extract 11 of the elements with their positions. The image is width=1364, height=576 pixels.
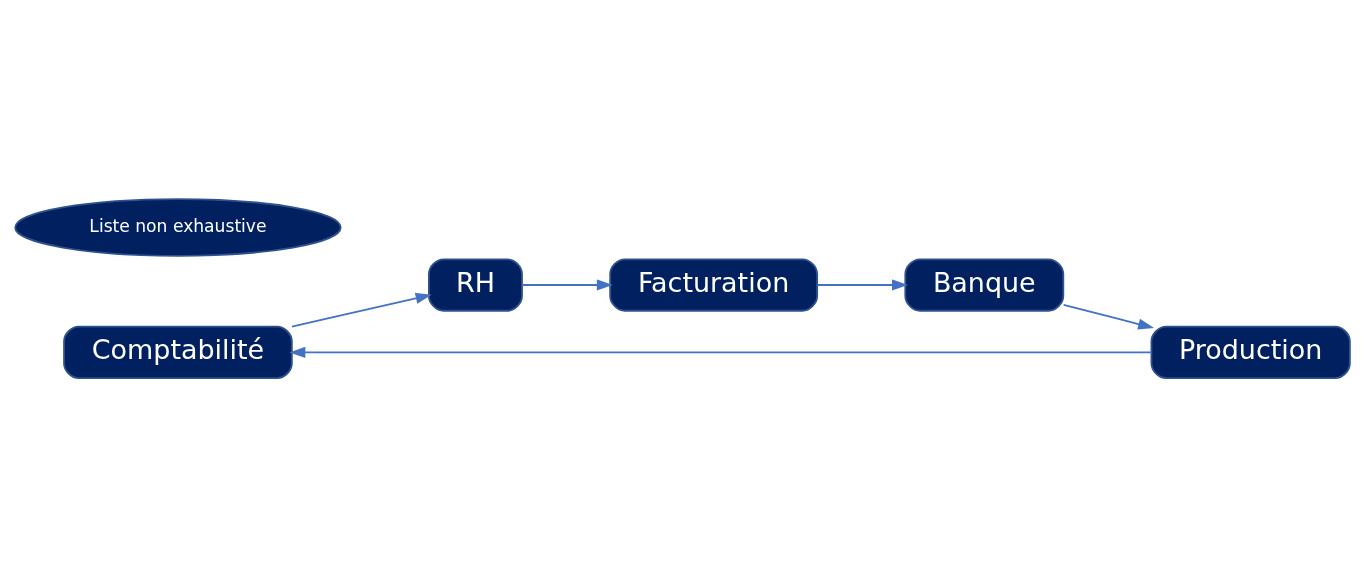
node-box: Comptabilité — [62, 325, 293, 379]
node-box: Facturation — [608, 257, 818, 312]
node-box: RH — [427, 257, 523, 312]
node-box: Production — [1150, 325, 1351, 379]
arrow — [520, 278, 613, 291]
arrow — [290, 292, 432, 328]
arrow — [816, 278, 908, 291]
node-box: Banque — [903, 257, 1064, 312]
node-ellipse: Liste non exhaustive — [13, 197, 342, 257]
arrow — [1062, 303, 1154, 329]
arrow — [288, 346, 1152, 358]
